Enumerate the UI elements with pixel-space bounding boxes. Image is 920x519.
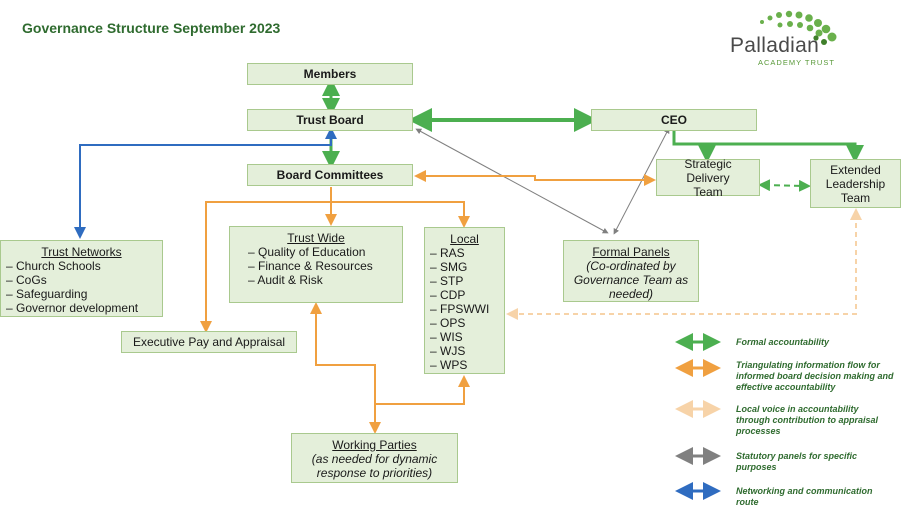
local-box: Local RAS SMG STP CDP FPSWWI OPS WIS WJS… bbox=[424, 227, 505, 374]
members-box: Members bbox=[247, 63, 413, 85]
legend-label-triangulating: Triangulating information flow for infor… bbox=[736, 360, 894, 392]
list-item: WJS bbox=[430, 344, 504, 358]
logo-subtitle: ACADEMY TRUST bbox=[758, 58, 835, 67]
list-item: CoGs bbox=[6, 273, 162, 287]
list-item: CDP bbox=[430, 288, 504, 302]
legend-label-local-voice: Local voice in accountability through co… bbox=[736, 404, 878, 436]
list-item: Governor development bbox=[6, 301, 162, 315]
trustwide-working-line bbox=[310, 302, 381, 434]
trust-wide-heading: Trust Wide bbox=[287, 231, 345, 245]
list-item: WIS bbox=[430, 330, 504, 344]
local-heading: Local bbox=[450, 232, 479, 246]
working-parties-box: Working Parties (as needed for dynamic r… bbox=[291, 433, 458, 483]
legend-label-networking: Networking and communication route bbox=[736, 486, 873, 507]
trust-wide-list: Quality of Education Finance & Resources… bbox=[248, 245, 402, 287]
strategic-delivery-team-box: Strategic Delivery Team bbox=[656, 157, 760, 199]
list-item: Audit & Risk bbox=[248, 273, 402, 287]
list-item: Safeguarding bbox=[6, 287, 162, 301]
working-parties-heading: Working Parties bbox=[332, 438, 417, 452]
trust-networks-heading: Trust Networks bbox=[41, 245, 122, 259]
board-committees-box: Board Committees bbox=[247, 164, 413, 186]
formal-panels-note: (Co-ordinated by Governance Team as need… bbox=[573, 259, 689, 301]
list-item: FPSWWI bbox=[430, 302, 504, 316]
board-networks-line bbox=[74, 127, 337, 239]
list-item: SMG bbox=[430, 260, 504, 274]
trust-networks-list: Church Schools CoGs Safeguarding Governo… bbox=[6, 259, 162, 315]
formal-panels-box: Formal Panels (Co-ordinated by Governanc… bbox=[563, 240, 699, 302]
trust-board-box: Trust Board bbox=[247, 109, 413, 131]
list-item: RAS bbox=[430, 246, 504, 260]
list-item: OPS bbox=[430, 316, 504, 330]
legend-label-statutory: Statutory panels for specific purposes bbox=[736, 451, 858, 472]
local-elt-line bbox=[506, 208, 862, 320]
legend-label-formal: Formal accountability bbox=[736, 337, 830, 347]
trust-networks-box: Trust Networks Church Schools CoGs Safeg… bbox=[0, 240, 163, 317]
list-item: Finance & Resources bbox=[248, 259, 402, 273]
working-parties-note: (as needed for dynamic response to prior… bbox=[311, 452, 438, 480]
logo-name: Palladian bbox=[730, 34, 820, 57]
committees-sdt-line bbox=[414, 170, 656, 186]
ceo-box: CEO bbox=[591, 109, 757, 131]
list-item: Quality of Education bbox=[248, 245, 402, 259]
local-list: RAS SMG STP CDP FPSWWI OPS WIS WJS WPS bbox=[430, 246, 504, 372]
sdt-elt-line bbox=[758, 179, 811, 192]
list-item: STP bbox=[430, 274, 504, 288]
list-item: WPS bbox=[430, 358, 504, 372]
trust-wide-box: Trust Wide Quality of Education Finance … bbox=[229, 226, 403, 303]
page-title: Governance Structure September 2023 bbox=[22, 20, 281, 36]
committees-exec-line bbox=[200, 187, 332, 333]
local-working-line bbox=[375, 375, 470, 405]
committees-local-line bbox=[331, 201, 470, 228]
list-item: Church Schools bbox=[6, 259, 162, 273]
formal-panels-heading: Formal Panels bbox=[592, 245, 670, 259]
ceo-elt-line bbox=[672, 130, 864, 163]
extended-leadership-team-box: Extended Leadership Team bbox=[810, 159, 901, 208]
executive-pay-box: Executive Pay and Appraisal bbox=[121, 331, 297, 353]
